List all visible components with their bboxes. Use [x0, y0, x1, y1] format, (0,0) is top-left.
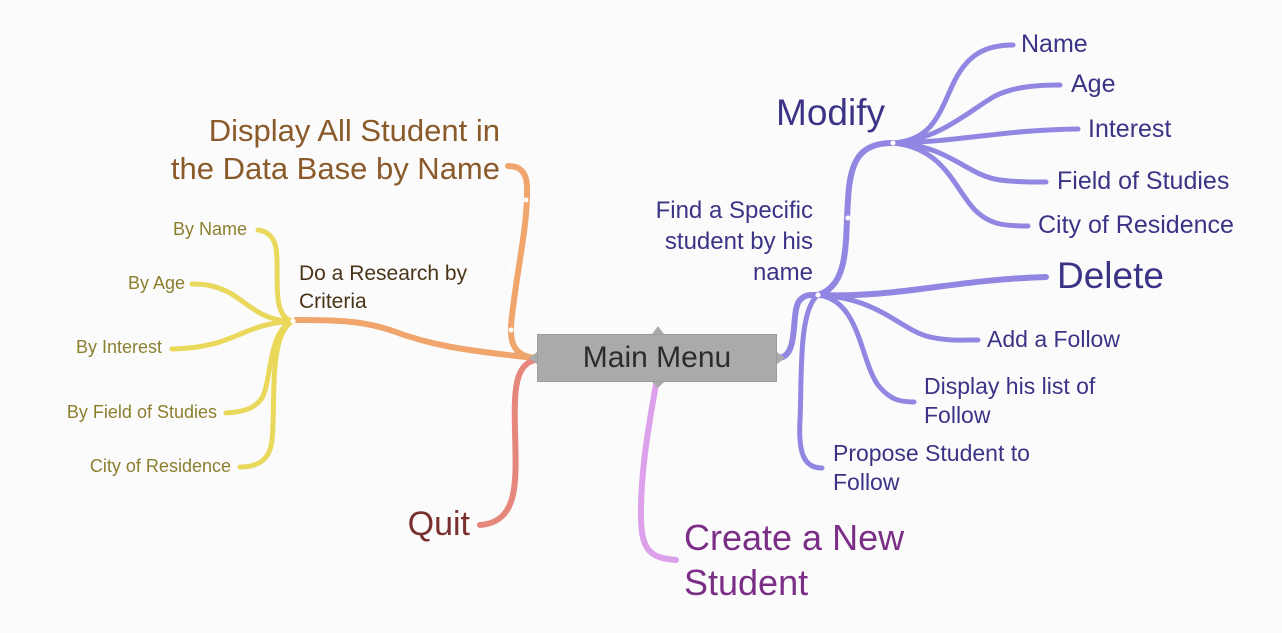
connector-m-name — [890, 42, 1016, 146]
junction-dot — [523, 197, 529, 203]
connector-m-field — [890, 140, 1049, 185]
node-add-follow-label: Add a Follow — [987, 326, 1120, 352]
node-by-age-label: By Age — [127, 273, 185, 293]
node-by-field[interactable]: By Field of Studies — [20, 402, 217, 423]
center-pin-right — [777, 352, 785, 364]
connector-modify — [815, 140, 896, 298]
connector-city — [237, 318, 296, 470]
connector-find — [776, 291, 821, 361]
node-find-label: Find a Specific student by his name — [655, 197, 813, 286]
node-by-age[interactable]: By Age — [80, 273, 185, 294]
node-by-interest-label: By Interest — [75, 337, 162, 357]
node-add-follow[interactable]: Add a Follow — [987, 326, 1120, 352]
junction-dot — [845, 215, 851, 221]
connector-propose — [797, 292, 825, 471]
node-research[interactable]: Do a Research by Criteria — [299, 260, 509, 316]
junction-dot — [290, 318, 296, 324]
node-m-city[interactable]: City of Residence — [1038, 211, 1234, 240]
connector-m-age — [890, 82, 1063, 146]
node-display-follow[interactable]: Display his list of Follow — [924, 372, 1134, 430]
connector-research — [293, 317, 538, 361]
main-menu-node[interactable]: Main Menu — [537, 334, 777, 382]
node-display-follow-label: Display his list of Follow — [924, 373, 1096, 428]
junction-dot — [890, 140, 896, 146]
connector-by-age — [189, 281, 296, 324]
connector-display-follow — [815, 292, 917, 405]
node-propose-label: Propose Student to Follow — [833, 440, 1030, 495]
center-pin-left — [529, 352, 537, 364]
node-m-field-label: Field of Studies — [1057, 167, 1230, 195]
node-city-label: City of Residence — [89, 456, 231, 476]
node-by-field-label: By Field of Studies — [66, 402, 217, 422]
node-city[interactable]: City of Residence — [40, 456, 231, 477]
node-by-name-label: By Name — [172, 219, 247, 239]
center-pin-bottom — [652, 382, 664, 388]
main-menu-label: Main Menu — [582, 341, 732, 374]
connector-m-city — [890, 140, 1031, 229]
connector-by-field — [223, 318, 296, 416]
junction-dot — [507, 265, 513, 271]
connector-by-name — [255, 227, 296, 324]
node-research-label: Do a Research by Criteria — [299, 262, 468, 313]
node-modify-label: Modify — [776, 92, 885, 133]
node-m-interest[interactable]: Interest — [1088, 115, 1171, 144]
node-delete-label: Delete — [1057, 255, 1164, 296]
node-m-age[interactable]: Age — [1071, 70, 1115, 99]
node-modify[interactable]: Modify — [776, 92, 885, 135]
node-m-field[interactable]: Field of Studies — [1057, 167, 1229, 196]
connector-add-follow — [815, 292, 981, 343]
node-display-all[interactable]: Display All Student in the Data Base by … — [170, 112, 500, 188]
node-propose[interactable]: Propose Student to Follow — [833, 439, 1063, 497]
node-m-age-label: Age — [1071, 70, 1116, 98]
node-find[interactable]: Find a Specific student by his name — [618, 195, 813, 288]
connector-by-interest — [169, 318, 296, 352]
junction-dot — [815, 292, 821, 298]
node-m-city-label: City of Residence — [1038, 211, 1234, 239]
connector-create — [637, 381, 679, 563]
node-delete[interactable]: Delete — [1057, 255, 1164, 298]
junction-dot — [508, 327, 514, 333]
node-quit[interactable]: Quit — [380, 505, 470, 544]
connector-display-all — [505, 163, 538, 361]
connector-quit — [477, 357, 538, 528]
node-create[interactable]: Create a New Student — [684, 515, 944, 605]
node-m-interest-label: Interest — [1088, 115, 1172, 143]
node-create-label: Create a New Student — [684, 517, 905, 603]
node-quit-label: Quit — [407, 505, 470, 543]
connector-delete — [815, 274, 1049, 299]
connector-m-interest — [890, 126, 1081, 146]
node-by-interest[interactable]: By Interest — [20, 337, 162, 358]
node-m-name[interactable]: Name — [1021, 30, 1088, 59]
node-display-all-label: Display All Student in the Data Base by … — [170, 113, 500, 186]
node-by-name[interactable]: By Name — [120, 219, 247, 240]
center-pin-top — [652, 326, 664, 334]
node-m-name-label: Name — [1021, 30, 1088, 58]
